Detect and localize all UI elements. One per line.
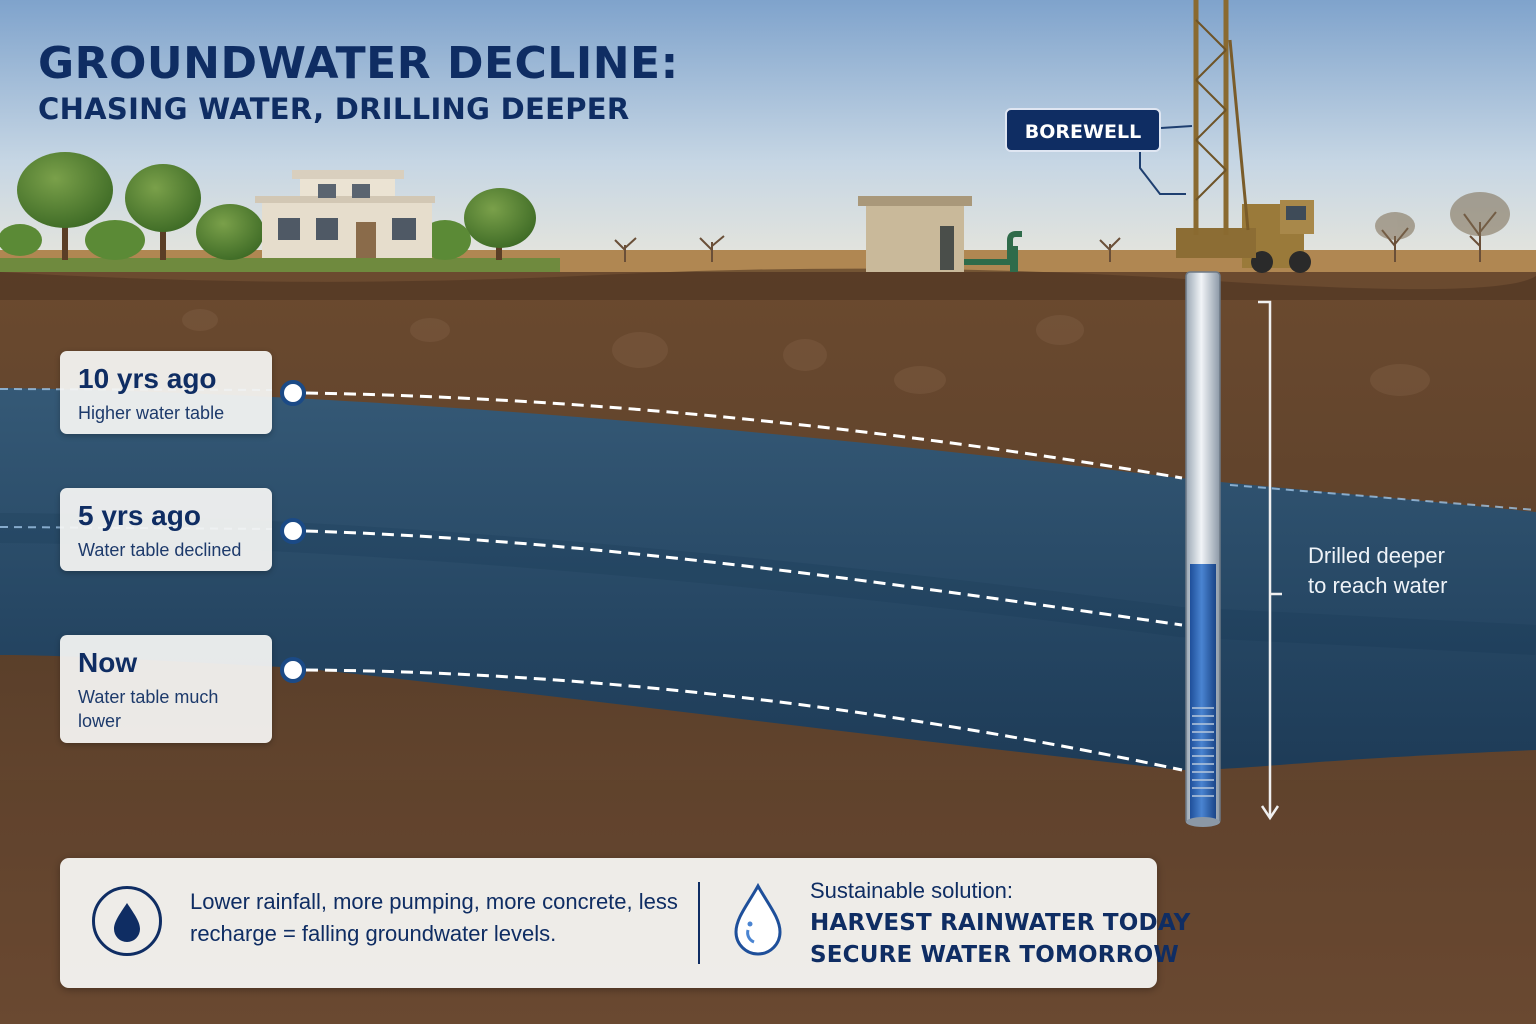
summary-panel: Lower rainfall, more pumping, more concr… [60,858,1190,988]
cause-text: Lower rainfall, more pumping, more concr… [190,889,678,946]
marker-10yrs [280,380,306,406]
timeline-card-now: Now Water table much lower [60,635,272,743]
timeline-markers [280,380,306,683]
green-lawn [0,258,560,276]
water-table-line-now [305,668,1183,772]
timeline-title: 5 yrs ago [78,500,201,531]
solution-heading: Sustainable solution: [810,878,1014,903]
timeline-title: 10 yrs ago [78,363,217,394]
marker-5yrs [280,518,306,544]
marker-now [280,657,306,683]
solution-line-1: HARVEST RAINWATER TODAY [810,910,1191,936]
panel-divider [698,882,700,964]
drilling-rig [1176,0,1314,273]
house [255,170,435,258]
soil-rocks [182,309,1430,396]
pump-house [858,196,1022,272]
water-table-lines [305,391,1183,772]
solution-line-2: SECURE WATER TOMORROW [810,942,1179,968]
depth-bracket [1258,300,1282,821]
drilled-deeper-note: Drilled deeper to reach water [1308,543,1448,598]
borewell-label: BOREWELL [1005,108,1161,152]
timeline-desc: Water table declined [78,540,242,560]
timeline-card-10yrs: 10 yrs ago Higher water table [60,351,272,434]
timeline-desc: Water table much lower [78,687,219,731]
borewell-leader [1139,125,1193,195]
timeline-card-5yrs: 5 yrs ago Water table declined [60,488,272,571]
water-drop-icon-frame [92,886,162,956]
water-drop-outline-icon [734,882,782,956]
aquifer-zone [0,388,1536,770]
timeline-desc: Higher water table [78,403,225,423]
page-subtitle: CHASING WATER, DRILLING DEEPER [38,92,630,126]
borewell-pipe [1185,271,1221,827]
page-title: GROUNDWATER DECLINE: [38,38,679,89]
timeline-title: Now [78,647,138,678]
water-drop-icon [114,903,140,942]
water-table-line-5yrs [305,529,1183,627]
water-table-line-10yrs [305,391,1183,480]
